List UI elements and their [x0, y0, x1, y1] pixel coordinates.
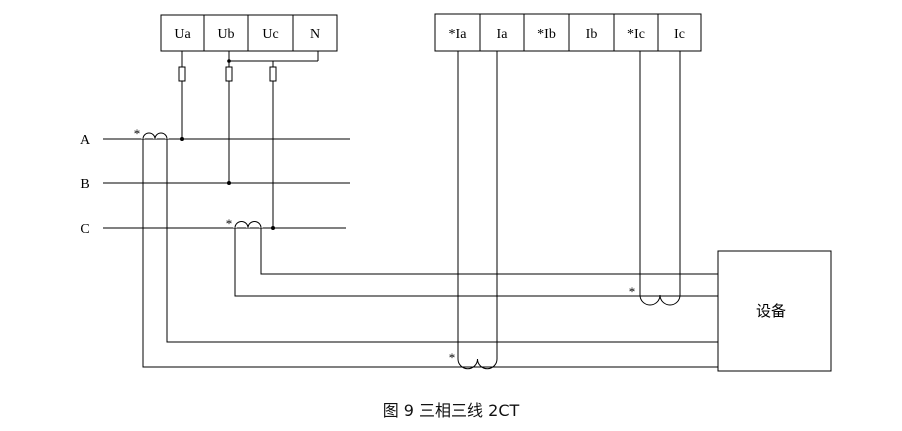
junction-dot: [271, 226, 275, 230]
voltage-lead-ua: [178, 51, 186, 139]
fuse-ub: [225, 66, 233, 82]
terminal-ia-label: Ia: [497, 27, 509, 42]
junction-dot: [227, 59, 231, 63]
ct-a-star-wire: [142, 139, 718, 368]
phase-b-label: B: [80, 177, 89, 192]
meter-coil-ic: [639, 294, 681, 306]
terminal-ua-label: Ua: [174, 27, 191, 42]
polarity-mark-ic: *: [629, 284, 636, 299]
fuse-ua: [178, 66, 186, 82]
terminal-ia-star-label: *Ia: [449, 27, 468, 42]
current-terminal-frame: [434, 13, 702, 52]
terminal-ib-label: Ib: [586, 27, 598, 42]
fuse-uc: [269, 66, 277, 82]
polarity-mark-ct-a: *: [134, 126, 141, 141]
voltage-lead-uc: [229, 60, 277, 228]
terminal-ic-label: Ic: [674, 27, 685, 42]
ct-coil-phase-a: [142, 132, 168, 140]
junction-dot: [180, 137, 184, 141]
terminal-ub-label: Ub: [217, 27, 234, 42]
voltage-terminal-block: [160, 14, 338, 52]
neutral-link: [273, 51, 319, 62]
ct-c-star-wire: [234, 228, 718, 297]
current-terminal-block: [434, 13, 702, 52]
terminal-ic-star-label: *Ic: [627, 27, 645, 42]
ct-c-return-wire: [260, 228, 718, 275]
ct-a-return-wire: [166, 139, 718, 343]
meter-coil-ia: [457, 358, 498, 370]
voltage-terminal-frame: [160, 14, 338, 52]
terminal-uc-label: Uc: [262, 27, 278, 42]
terminal-n-label: N: [310, 27, 320, 42]
junction-dot: [227, 181, 231, 185]
figure-caption: 图 9 三相三线 2CT: [382, 401, 520, 420]
voltage-lead-ub: [225, 51, 233, 183]
polarity-mark-ct-c: *: [226, 216, 233, 231]
ct-coil-phase-c: [234, 221, 262, 229]
polarity-mark-ia: *: [449, 350, 456, 365]
device-label: 设备: [756, 302, 786, 320]
terminal-ib-star-label: *Ib: [537, 27, 556, 42]
device-box: [717, 250, 832, 372]
phase-c-label: C: [80, 222, 89, 237]
phase-a-label: A: [80, 133, 91, 148]
